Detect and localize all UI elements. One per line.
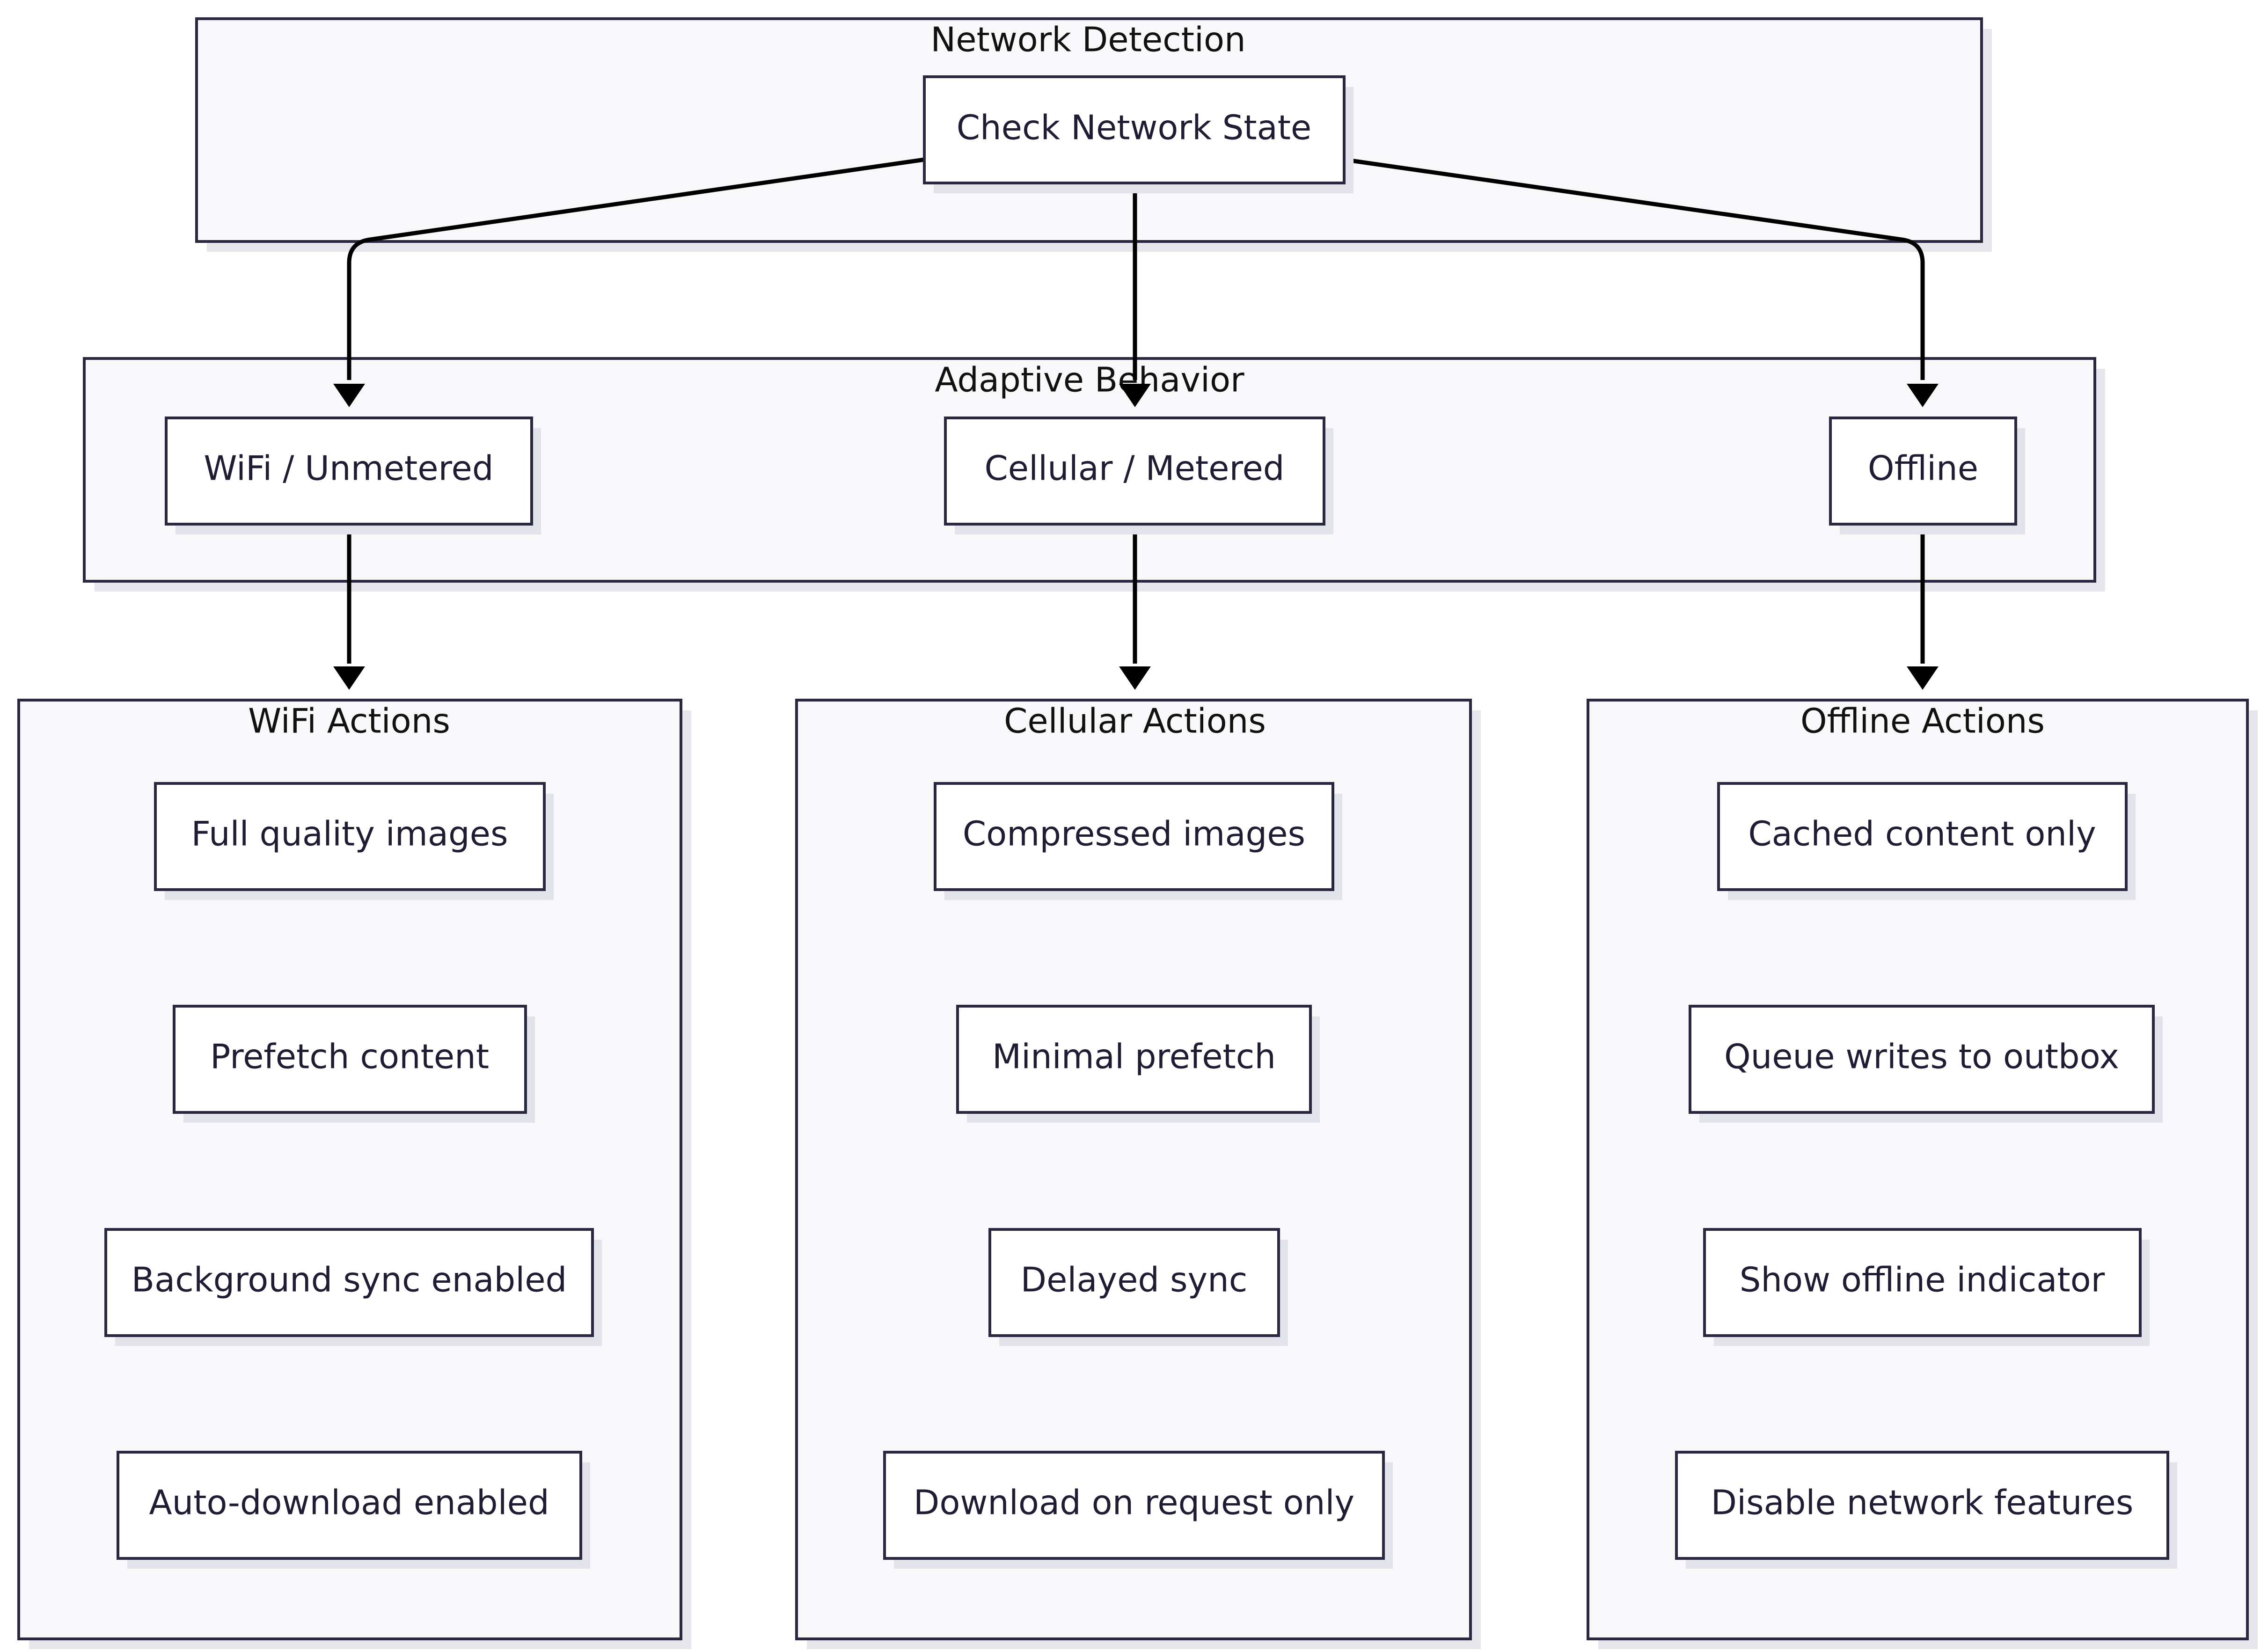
node-queue-writes-to-outbox: Queue writes to outbox: [1689, 1005, 2163, 1123]
node-delayed-sync: Delayed sync: [988, 1228, 1288, 1346]
edges: [333, 157, 1939, 690]
cluster-label-offline-actions: Offline Actions: [1800, 702, 2045, 741]
arrowhead-wifi-actions: [333, 666, 365, 690]
node-label-offline: Offline: [1868, 449, 1978, 488]
node-label-auto-download-enabled: Auto-download enabled: [149, 1483, 549, 1522]
node-show-offline-indicator: Show offline indicator: [1703, 1228, 2150, 1346]
node-label-show-offline-indicator: Show offline indicator: [1740, 1260, 2105, 1300]
node-prefetch-content: Prefetch content: [173, 1005, 535, 1123]
node-compressed-images: Compressed images: [934, 782, 1342, 900]
node-check-network-state: Check Network State: [923, 75, 1353, 193]
edge-check-to-wifi: [347, 157, 925, 380]
node-label-prefetch-content: Prefetch content: [210, 1037, 489, 1076]
node-cached-content-only: Cached content only: [1717, 782, 2136, 900]
node-label-wifi-unmetered: WiFi / Unmetered: [204, 449, 493, 488]
node-offline: Offline: [1829, 417, 2025, 534]
cluster-label-cellular-actions: Cellular Actions: [1004, 702, 1266, 741]
node-full-quality-images: Full quality images: [154, 782, 554, 900]
node-label-delayed-sync: Delayed sync: [1021, 1260, 1248, 1300]
node-label-full-quality-images: Full quality images: [191, 814, 508, 854]
cluster-label-network-detection: Network Detection: [930, 20, 1245, 59]
node-label-cached-content-only: Cached content only: [1748, 814, 2096, 854]
node-label-minimal-prefetch: Minimal prefetch: [992, 1037, 1276, 1076]
node-minimal-prefetch: Minimal prefetch: [956, 1005, 1320, 1123]
cluster-label-adaptive-behavior: Adaptive Behavior: [935, 360, 1244, 400]
node-label-background-sync-enabled: Background sync enabled: [132, 1260, 567, 1300]
node-auto-download-enabled: Auto-download enabled: [117, 1451, 590, 1569]
arrowhead-offline-actions: [1907, 666, 1939, 690]
node-label-check-network-state: Check Network State: [957, 108, 1311, 147]
edge-check-to-offline: [1344, 157, 1925, 380]
node-label-compressed-images: Compressed images: [963, 814, 1305, 854]
arrowhead-cellular-actions: [1119, 666, 1151, 690]
node-label-queue-writes-to-outbox: Queue writes to outbox: [1724, 1037, 2119, 1076]
node-label-disable-network-features: Disable network features: [1711, 1483, 2134, 1522]
arrowhead-cellular: [1119, 384, 1151, 407]
node-background-sync-enabled: Background sync enabled: [104, 1228, 602, 1346]
arrowhead-wifi: [333, 384, 365, 407]
node-label-download-on-request-only: Download on request only: [914, 1483, 1354, 1522]
node-wifi-unmetered: WiFi / Unmetered: [165, 417, 541, 534]
arrowhead-offline: [1907, 384, 1939, 407]
node-cellular-metered: Cellular / Metered: [944, 417, 1333, 534]
node-label-cellular-metered: Cellular / Metered: [985, 449, 1285, 488]
cluster-label-wifi-actions: WiFi Actions: [248, 702, 450, 741]
node-disable-network-features: Disable network features: [1675, 1451, 2177, 1569]
node-download-on-request-only: Download on request only: [883, 1451, 1393, 1569]
